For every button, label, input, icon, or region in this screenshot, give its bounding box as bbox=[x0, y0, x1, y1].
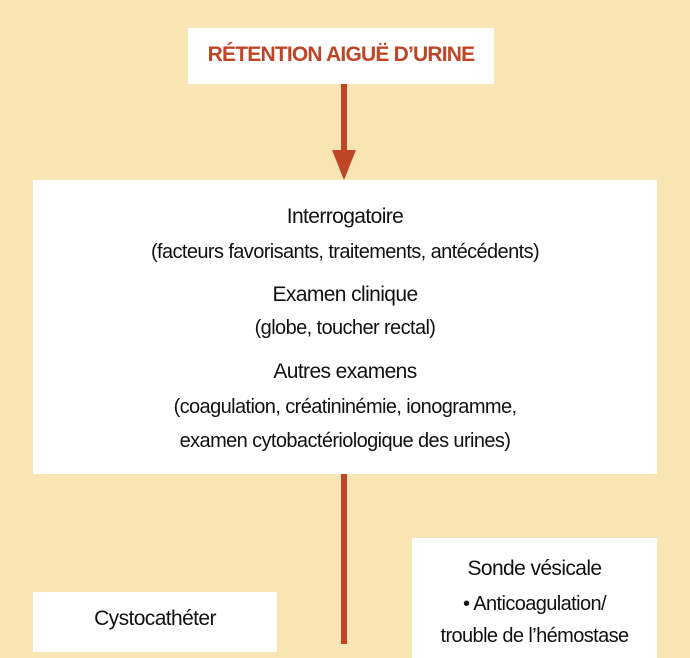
arrow-head-icon bbox=[332, 150, 356, 180]
title-box: RÉTENTION AIGUË D’URINE bbox=[188, 28, 494, 84]
heading-examen-clinique: Examen clinique bbox=[272, 283, 418, 306]
sonde-item: • Anticoagulation/ bbox=[463, 593, 607, 615]
text-autres-examens-2: examen cytobactériologique des urines) bbox=[179, 430, 511, 452]
sonde-item-cont: trouble de l’hémostase bbox=[440, 625, 629, 647]
heading-interrogatoire: Interrogatoire bbox=[286, 205, 404, 228]
sonde-vesicale-box: Sonde vésicale • Anticoagulation/ troubl… bbox=[412, 538, 657, 658]
cystocatheter-box: Cystocathéter bbox=[33, 592, 277, 652]
assessment-box: Interrogatoire (facteurs favorisants, tr… bbox=[33, 180, 657, 474]
connector-line-lower bbox=[341, 474, 347, 644]
sonde-title: Sonde vésicale bbox=[467, 557, 602, 580]
text-examen-clinique: (globe, toucher rectal) bbox=[254, 317, 436, 339]
heading-autres-examens: Autres examens bbox=[273, 360, 417, 383]
cystocatheter-title: Cystocathéter bbox=[94, 607, 216, 630]
connector-line bbox=[341, 84, 347, 154]
text-autres-examens-1: (coagulation, créatininémie, ionogramme, bbox=[173, 396, 517, 418]
title-text: RÉTENTION AIGUË D’URINE bbox=[207, 43, 475, 66]
text-interrogatoire: (facteurs favorisants, traitements, anté… bbox=[150, 241, 540, 263]
